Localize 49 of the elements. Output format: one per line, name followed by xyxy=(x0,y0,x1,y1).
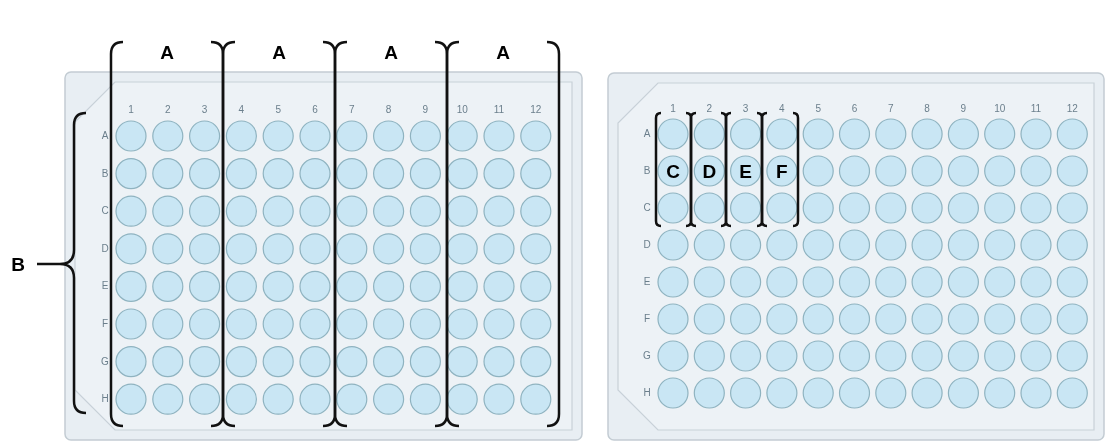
row-letter: C xyxy=(643,203,651,213)
column-number: 9 xyxy=(422,105,429,115)
column-number: 3 xyxy=(201,105,208,115)
column-number: 1 xyxy=(128,105,134,115)
row-letter: H xyxy=(101,394,109,405)
column-number: 8 xyxy=(385,105,392,115)
bracket-label: C xyxy=(666,161,680,181)
column-number: 8 xyxy=(924,104,930,114)
column-number: 3 xyxy=(742,104,749,114)
row-letter: F xyxy=(643,314,651,324)
column-number: 11 xyxy=(1030,104,1042,114)
row-letter: E xyxy=(643,277,651,287)
column-number: 6 xyxy=(851,104,858,114)
bracket-label: A xyxy=(496,42,510,62)
bracket-label: F xyxy=(776,161,788,181)
column-number: 5 xyxy=(815,104,821,114)
bracket-label: A xyxy=(384,42,398,62)
row-letter: B xyxy=(643,166,651,176)
row-letter: D xyxy=(101,243,109,254)
column-number: 7 xyxy=(888,104,894,114)
row-letter: D xyxy=(643,240,651,250)
column-number: 7 xyxy=(349,105,355,115)
column-number: 11 xyxy=(493,105,505,115)
column-number: 5 xyxy=(275,105,281,115)
row-letter: F xyxy=(101,319,109,329)
column-number: 12 xyxy=(530,105,542,115)
column-number: 1 xyxy=(670,104,676,114)
column-number: 9 xyxy=(960,104,967,114)
bracket-label: A xyxy=(272,42,286,62)
column-number: 10 xyxy=(994,104,1006,114)
column-number: 6 xyxy=(312,105,318,115)
row-letter: G xyxy=(101,356,109,367)
column-number: 2 xyxy=(165,105,171,115)
row-letter: A xyxy=(101,131,109,141)
column-number: 4 xyxy=(238,105,245,115)
column-number: 12 xyxy=(1066,104,1078,114)
column-number: 4 xyxy=(779,104,785,114)
row-letter: A xyxy=(643,129,651,139)
row-letter: B xyxy=(101,168,109,179)
bracket-label: B xyxy=(11,254,25,274)
bracket-label: A xyxy=(160,42,174,62)
column-number: 10 xyxy=(456,105,468,115)
row-letter: E xyxy=(101,281,109,292)
row-letter: G xyxy=(643,351,651,361)
row-letter: C xyxy=(101,206,109,217)
column-number: 2 xyxy=(706,104,713,114)
bracket-label: E xyxy=(739,161,752,181)
bracket-label: D xyxy=(702,161,717,181)
row-letter: H xyxy=(643,388,651,398)
